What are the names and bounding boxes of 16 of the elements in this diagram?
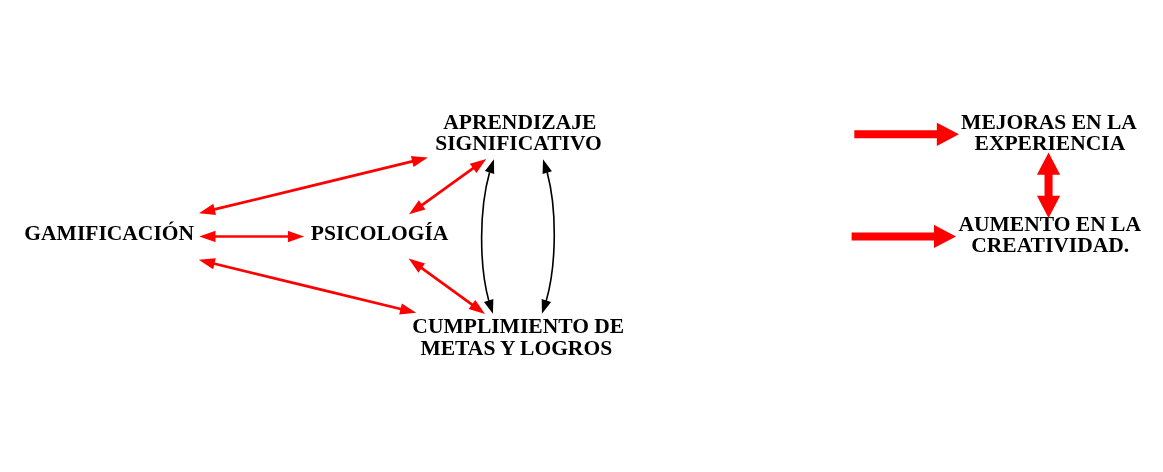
node-text: GAMIFICACIÓN — [24, 220, 195, 245]
arrow — [409, 158, 487, 214]
node-text: APRENDIZAJE SIGNIFICATIVO — [435, 109, 602, 155]
arrow — [198, 155, 428, 215]
arrow — [1036, 152, 1061, 218]
arrow — [480, 158, 495, 314]
node-text: PSICOLOGÍA — [310, 220, 449, 245]
arrow — [854, 122, 959, 146]
arrow — [851, 224, 957, 248]
arrow — [198, 257, 417, 314]
arrow — [408, 258, 486, 314]
node-text: MEJORAS EN LA EXPERIENCIA — [961, 109, 1137, 155]
node-text: CUMPLIMIENTO DE METAS Y LOGROS — [412, 313, 625, 360]
arrow — [541, 158, 556, 314]
arrow — [199, 230, 305, 242]
node-text: AUMENTO EN LA CREATIVIDAD. — [958, 211, 1141, 257]
